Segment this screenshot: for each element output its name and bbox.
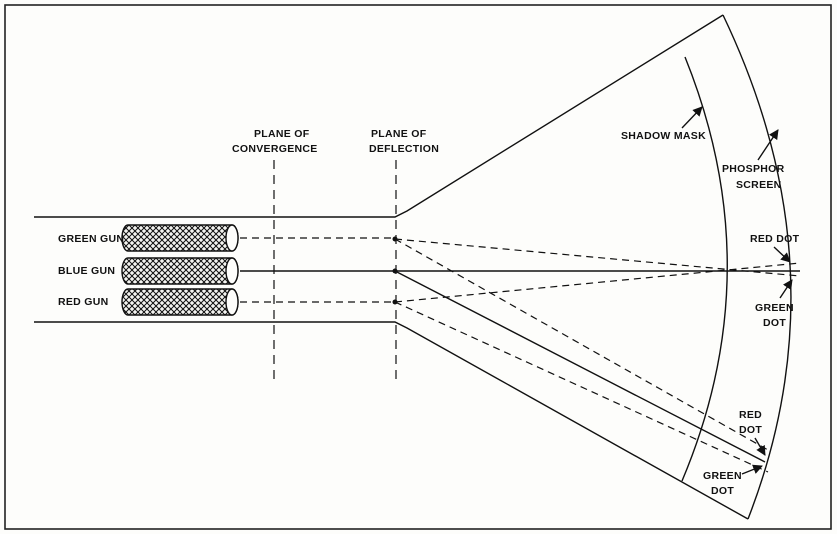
red-gun-label: RED GUN	[58, 296, 109, 308]
red-beam-deflected	[394, 301, 769, 473]
shadow-mask-label: SHADOW MASK	[621, 130, 706, 142]
green-dot-upper-label-2: DOT	[763, 317, 786, 329]
blue-gun-label: BLUE GUN	[58, 265, 115, 277]
phosphor-arrow	[757, 129, 779, 161]
shadow-mask-arc	[681, 56, 728, 482]
plane-deflection-label-2: DEFLECTION	[369, 143, 439, 155]
red-dot-upper-arrow	[773, 246, 791, 263]
red-dot-lower-arrow	[754, 437, 766, 456]
phosphor-screen-arc	[722, 14, 792, 520]
phosphor-label-2: SCREEN	[736, 179, 782, 191]
tube-neck-top	[34, 14, 724, 218]
green-dot-upper-label-1: GREEN	[755, 302, 794, 314]
plane-convergence-label-2: CONVERGENCE	[232, 143, 318, 155]
red-dot-lower-label-1: RED	[739, 409, 762, 421]
green-dot-lower-label-2: DOT	[711, 485, 734, 497]
red-dot-lower-label-2: DOT	[739, 424, 762, 436]
plane-deflection-label-1: PLANE OF	[371, 128, 427, 140]
green-gun-label: GREEN GUN	[58, 233, 124, 245]
blue-beam-deflected	[394, 270, 766, 463]
blue-gun	[121, 257, 239, 285]
green-dot-lower-label-1: GREEN	[703, 470, 742, 482]
frame-border	[4, 4, 832, 530]
green-dot-lower-arrow	[741, 464, 763, 475]
green-gun	[121, 224, 239, 252]
phosphor-label-1: PHOSPHOR	[722, 163, 785, 175]
green-dot-upper-arrow	[779, 279, 793, 299]
red-beam-center	[394, 262, 801, 303]
red-gun	[121, 288, 239, 316]
shadow-mask-arrow	[681, 106, 703, 129]
tube-neck-bottom	[34, 321, 749, 520]
plane-convergence-label-1: PLANE OF	[254, 128, 310, 140]
red-dot-upper-label: RED DOT	[750, 233, 800, 245]
